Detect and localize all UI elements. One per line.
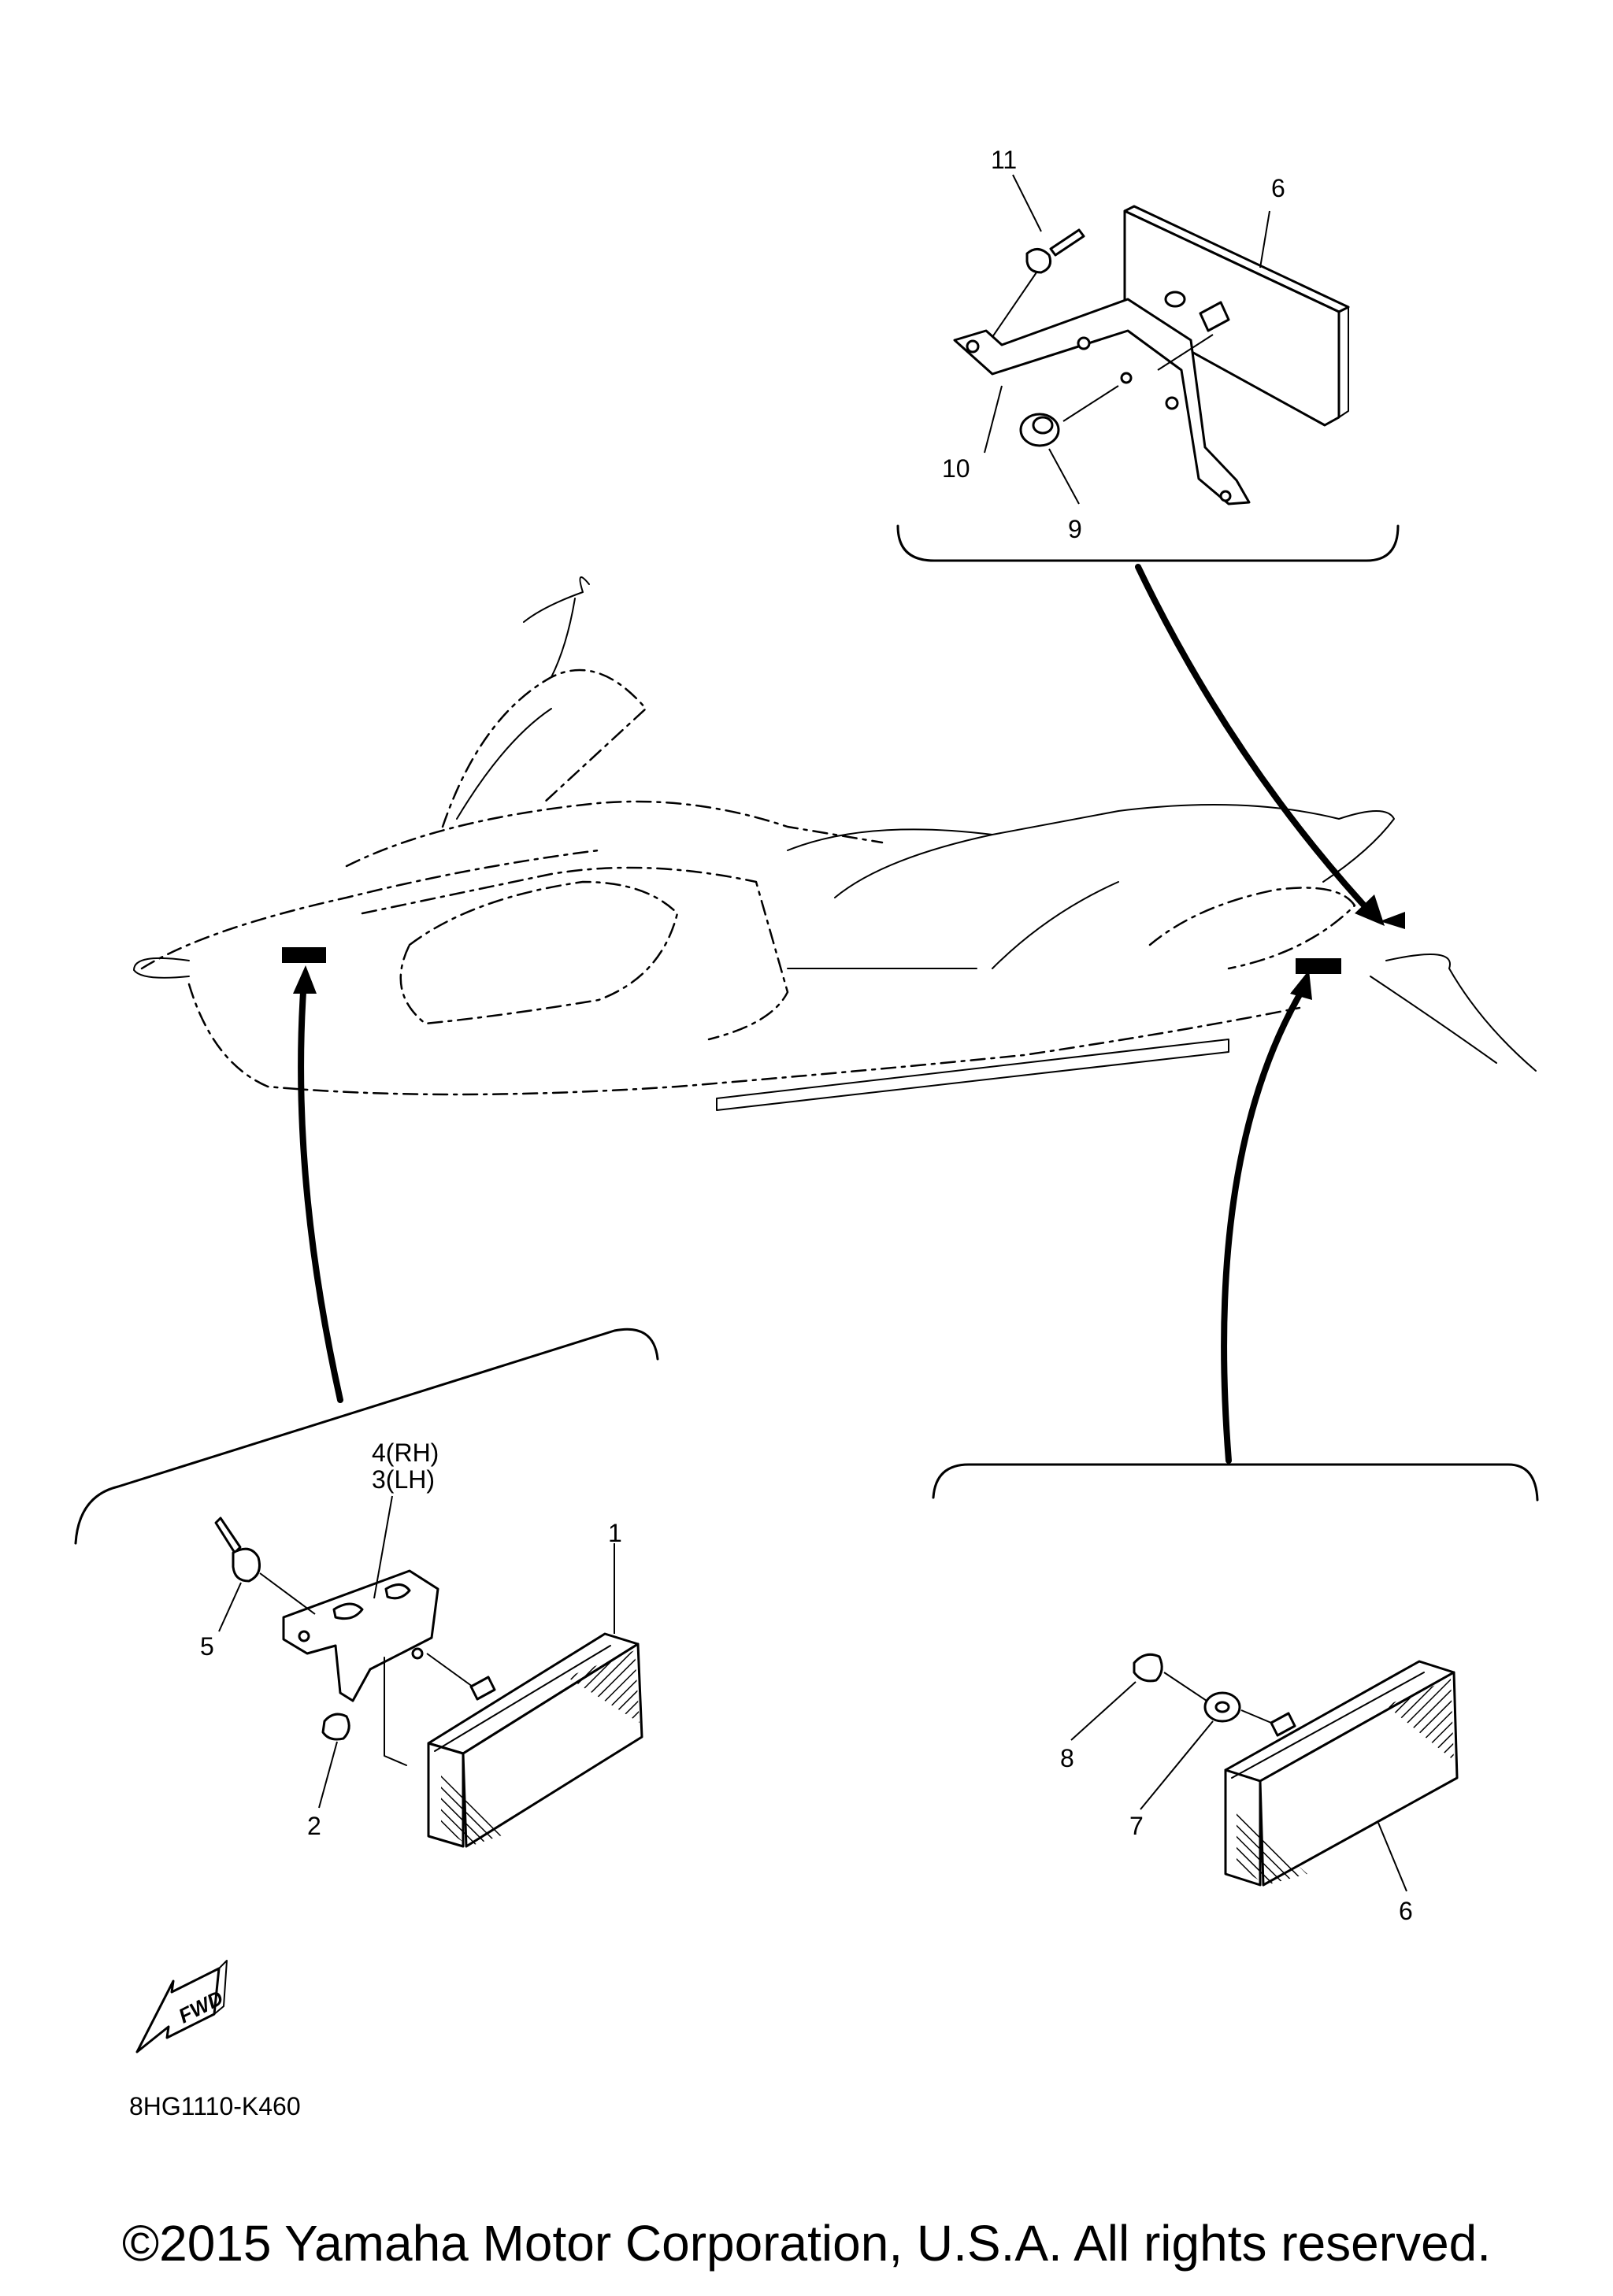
rear-reflector-detail bbox=[932, 1463, 1539, 1892]
front-rivet bbox=[232, 1547, 261, 1583]
rivet-top bbox=[1049, 228, 1085, 257]
callout-5: 5 bbox=[200, 1632, 214, 1661]
arrow-to-rear-reflector bbox=[1221, 989, 1304, 1464]
rear-side-panel bbox=[1148, 887, 1356, 970]
callout-10: 10 bbox=[942, 454, 970, 483]
running-board bbox=[716, 1039, 1229, 1111]
rivet-head bbox=[1025, 248, 1052, 274]
windshield bbox=[441, 668, 647, 828]
callout-3-lh: 3(LH) bbox=[372, 1465, 435, 1494]
rear-detail-bottom-frame bbox=[932, 1463, 1539, 1502]
front-detail-frame bbox=[74, 1328, 659, 1545]
front-bracket bbox=[282, 1569, 439, 1702]
front-nut bbox=[321, 1713, 350, 1741]
callout-11: 11 bbox=[991, 146, 1017, 174]
arrow-to-front-reflector bbox=[298, 989, 343, 1403]
callout-4-rh: 4(RH) bbox=[372, 1439, 439, 1467]
callout-6-top: 6 bbox=[1271, 174, 1285, 202]
arrow-to-rear-bracket bbox=[1135, 564, 1367, 909]
location-arrows bbox=[293, 564, 1385, 1464]
rear-reflector-mark bbox=[1296, 958, 1341, 974]
copyright-notice: ©2015 Yamaha Motor Corporation, U.S.A. A… bbox=[121, 2215, 1492, 2272]
callout-1: 1 bbox=[608, 1519, 622, 1547]
side-panel-front bbox=[399, 880, 679, 1025]
snow-flap bbox=[1385, 954, 1537, 1072]
callout-7: 7 bbox=[1129, 1812, 1144, 1840]
rear-detail-frame bbox=[896, 524, 1400, 562]
rear-bracket-detail bbox=[896, 174, 1400, 562]
diagram-code: 8HG1110-K460 bbox=[129, 2092, 301, 2120]
front-reflector-mark bbox=[282, 947, 326, 963]
plate-stud-left bbox=[1164, 291, 1186, 308]
callout-2: 2 bbox=[307, 1812, 321, 1840]
callout-6-bottom: 6 bbox=[1399, 1897, 1413, 1925]
rear-bracket-mark bbox=[1380, 912, 1405, 929]
snowmobile-outline bbox=[133, 576, 1537, 1111]
callout-8: 8 bbox=[1060, 1744, 1074, 1772]
fwd-arrow-icon bbox=[135, 1967, 221, 2053]
callout-9: 9 bbox=[1068, 515, 1082, 543]
rear-reflector-nut bbox=[1133, 1653, 1163, 1683]
ski-tip bbox=[133, 957, 190, 979]
plate-stud-right bbox=[1199, 301, 1230, 332]
front-reflector-detail bbox=[74, 1328, 659, 1848]
rear-bracket bbox=[953, 298, 1251, 505]
seat bbox=[787, 804, 1395, 883]
fwd-arrow: FWD bbox=[135, 1960, 228, 2053]
rear-plate bbox=[1123, 209, 1340, 427]
